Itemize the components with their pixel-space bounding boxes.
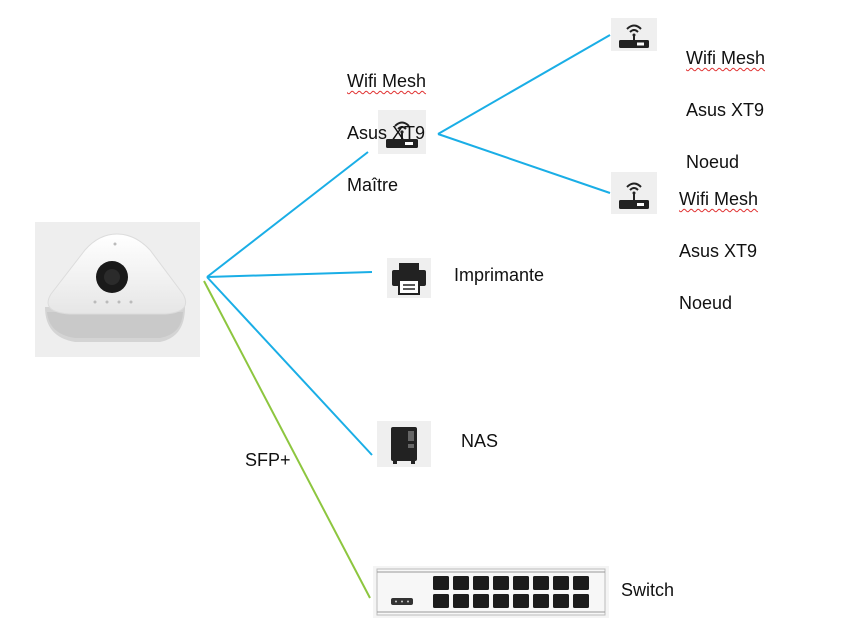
- link-master-node-mid: [437, 133, 611, 194]
- master-label-line2: Asus XT9: [347, 123, 426, 143]
- printer-label: Imprimante: [454, 265, 545, 285]
- box-gateway-icon: [45, 233, 187, 342]
- switch-node[interactable]: [373, 566, 609, 618]
- link-gateway-master: [206, 151, 369, 278]
- master-router-label: Wifi Mesh Asus XT9 Maître: [347, 42, 426, 198]
- node-mid-label: Wifi Mesh Asus XT9 Noeud: [679, 160, 758, 316]
- master-label-line3: Maître: [347, 175, 399, 195]
- printer-icon: [392, 263, 426, 295]
- nas-node[interactable]: [377, 421, 431, 467]
- link-gateway-nas: [206, 276, 373, 456]
- switch-label: Switch: [621, 580, 675, 600]
- link-gateway-switch-sfp: [203, 280, 371, 599]
- nas-icon: [391, 427, 417, 464]
- node-top-label-line1: Wifi Mesh: [686, 48, 766, 68]
- node-mid-router[interactable]: [611, 172, 657, 214]
- gateway-box[interactable]: [35, 222, 200, 357]
- node-top-label-line2: Asus XT9: [686, 100, 765, 120]
- wifi-router-icon: [619, 182, 649, 209]
- sfp-link-label: SFP+: [245, 450, 291, 470]
- link-master-node-top: [437, 34, 611, 135]
- wifi-router-icon: [386, 121, 418, 148]
- wifi-router-icon: [619, 24, 649, 48]
- node-top-router[interactable]: [611, 18, 657, 51]
- switch-ports: [391, 576, 589, 608]
- node-mid-label-line3: Noeud: [679, 293, 733, 313]
- node-top-label-line3: Noeud: [686, 152, 740, 172]
- nas-label: NAS: [461, 431, 499, 451]
- printer-node[interactable]: [387, 258, 431, 298]
- node-mid-label-line1: Wifi Mesh: [679, 189, 759, 209]
- node-top-label: Wifi Mesh Asus XT9 Noeud: [686, 19, 765, 175]
- master-router-node[interactable]: [378, 110, 426, 154]
- master-label-line1: Wifi Mesh: [347, 71, 427, 91]
- node-mid-label-line2: Asus XT9: [679, 241, 758, 261]
- network-switch-icon: [376, 568, 606, 616]
- link-gateway-printer: [206, 271, 373, 278]
